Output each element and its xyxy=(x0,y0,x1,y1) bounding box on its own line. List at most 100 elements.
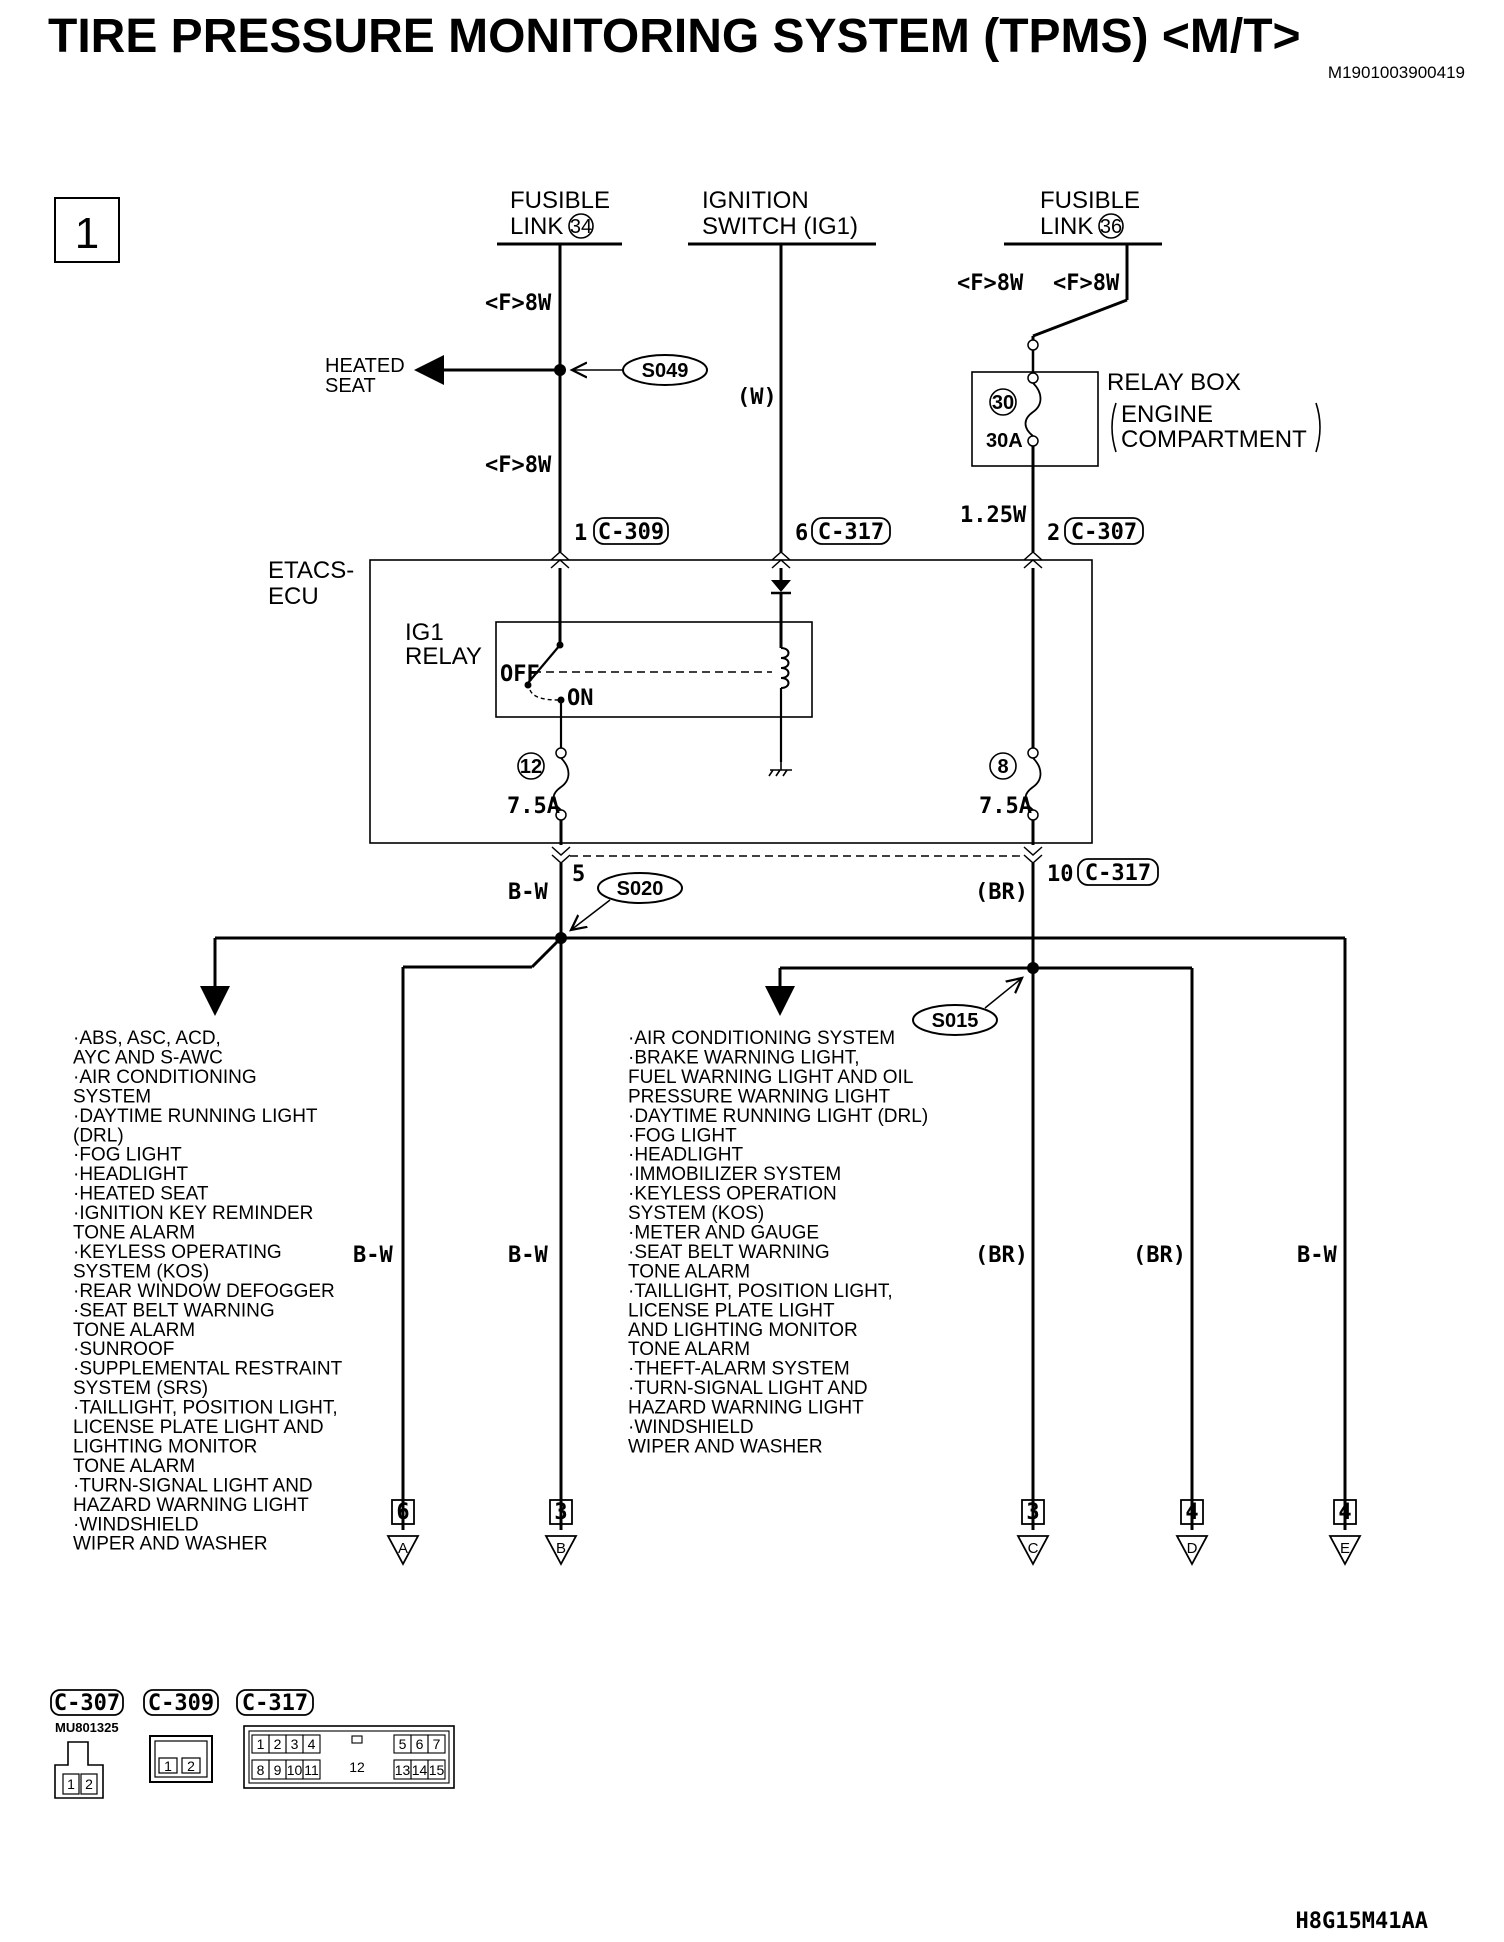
pin-label: 4 xyxy=(308,1736,316,1752)
pin-label: 2 xyxy=(85,1776,93,1792)
terminal-page: 4 xyxy=(1185,1500,1198,1525)
list-item: ·KEYLESS OPERATION xyxy=(628,1184,837,1205)
diode-symbol xyxy=(771,580,791,592)
wire-color-label: B-W xyxy=(1297,1243,1337,1268)
left-destination-list: ·ABS, ASC, ACD, AYC AND S-AWC·AIR CONDIT… xyxy=(73,1028,343,1555)
ig1-relay-label: RELAY xyxy=(405,643,482,670)
terminal-c: 3C xyxy=(1016,1499,1050,1566)
wire-color-label: <F>8W xyxy=(957,271,1024,296)
fuse-amperage: 7.5A xyxy=(507,794,560,819)
source-fusible-link-34: FUSIBLE LINK 34 xyxy=(497,187,622,246)
connector-tag xyxy=(1064,517,1144,545)
splice-s020: S020 xyxy=(617,878,664,900)
connector-tag xyxy=(236,1689,314,1716)
wire-color-label: B-W xyxy=(353,1243,393,1268)
fuse-amperage: 7.5A xyxy=(979,794,1032,819)
wire-color-label: (BR) xyxy=(975,880,1028,905)
wire-color-label: <F>8W xyxy=(485,291,552,316)
list-item: ·METER AND GAUGE xyxy=(628,1223,819,1244)
splice-s015-oval xyxy=(912,1004,998,1036)
wire-color-label: 1.25W xyxy=(960,503,1027,528)
wire-color-label: <F>8W xyxy=(485,453,552,478)
wire-color-label: B-W xyxy=(508,1243,548,1268)
list-item: ·FOG LIGHT xyxy=(628,1125,737,1146)
number-circle xyxy=(989,752,1017,780)
pin-label: 9 xyxy=(274,1762,282,1778)
number-circle xyxy=(989,388,1017,416)
list-item: TONE ALARM xyxy=(73,1223,195,1244)
connector-pin: 2 xyxy=(1047,521,1060,546)
list-item: TONE ALARM xyxy=(628,1261,750,1282)
wire-terminal xyxy=(1027,339,1039,351)
page-number-box xyxy=(54,197,120,263)
terminal-a: 6A xyxy=(386,1499,420,1566)
ig1-relay-label: IG1 xyxy=(405,619,444,646)
list-item: ·THEFT-ALARM SYSTEM xyxy=(628,1359,850,1380)
list-item: ·ABS, ASC, ACD, xyxy=(73,1028,221,1049)
connector-legend: C-307 C-309 C-317 MU801325 1 2 1 2 xyxy=(50,1689,455,1799)
list-item: WIPER AND WASHER xyxy=(628,1436,823,1457)
connector-tag xyxy=(50,1689,124,1716)
list-item: AYC AND S-AWC xyxy=(73,1047,223,1068)
splice-s049: S049 xyxy=(642,360,689,382)
list-item: WIPER AND WASHER xyxy=(73,1534,268,1555)
pin-label: 14 xyxy=(412,1762,428,1778)
wire-segment xyxy=(530,936,563,969)
list-item: LICENSE PLATE LIGHT AND xyxy=(73,1417,324,1438)
relay-box-frame xyxy=(971,371,1099,467)
pin-label: 15 xyxy=(429,1762,445,1778)
connector-tag xyxy=(143,1689,219,1716)
pin-label: 1 xyxy=(257,1736,265,1752)
list-item: TONE ALARM xyxy=(628,1339,750,1360)
pin-label: 3 xyxy=(291,1736,299,1752)
pin-label: 11 xyxy=(304,1762,319,1778)
fuse-terminal xyxy=(1027,372,1039,384)
list-item: TONE ALARM xyxy=(73,1456,195,1477)
list-item: SYSTEM (KOS) xyxy=(73,1261,209,1282)
list-item: ·TURN-SIGNAL LIGHT AND xyxy=(628,1378,868,1399)
number-circle xyxy=(517,752,545,780)
list-item: ·AIR CONDITIONING xyxy=(73,1067,257,1088)
list-item: ·SUNROOF xyxy=(73,1339,174,1360)
splice-pointer xyxy=(571,899,611,930)
fuse-number: 12 xyxy=(520,756,542,778)
terminal-page: 3 xyxy=(1026,1500,1039,1525)
pin-label: 1 xyxy=(164,1758,172,1774)
page-title: TIRE PRESSURE MONITORING SYSTEM (TPMS) <… xyxy=(48,10,1301,63)
source-ignition-switch: IGNITION SWITCH (IG1) xyxy=(688,187,876,246)
connector-c317-out: C-317 xyxy=(1085,861,1151,886)
heated-seat-label: HEATED xyxy=(325,355,405,377)
terminal-page: 4 xyxy=(1338,1500,1351,1525)
terminal-letter: B xyxy=(556,1540,566,1557)
list-item: ·FOG LIGHT xyxy=(73,1145,182,1166)
fusible-link-number: 34 xyxy=(570,216,592,238)
pin-label: 5 xyxy=(399,1736,407,1752)
connector-face-c309: 1 2 xyxy=(149,1735,213,1783)
list-item: ·SEAT BELT WARNING xyxy=(73,1300,275,1321)
terminal-d: 4D xyxy=(1175,1499,1209,1566)
list-item: ·SUPPLEMENTAL RESTRAINT xyxy=(73,1359,343,1380)
pin-label: 8 xyxy=(257,1762,265,1778)
fusible-link-number: 36 xyxy=(1100,216,1122,238)
list-item: (DRL) xyxy=(73,1125,124,1146)
connector-pin: 5 xyxy=(572,862,585,887)
list-item: AND LIGHTING MONITOR xyxy=(628,1320,858,1341)
fuse-terminal xyxy=(555,747,567,759)
bracket-right xyxy=(1315,402,1321,453)
terminal-letter: E xyxy=(1340,1540,1350,1557)
connector-pin: 1 xyxy=(574,521,587,546)
ig1-relay-frame xyxy=(495,621,813,718)
list-item: HAZARD WARNING LIGHT xyxy=(73,1495,309,1516)
pin-label: 7 xyxy=(433,1736,441,1752)
terminal-letter: A xyxy=(398,1540,408,1557)
figure-code: H8G15M41AA xyxy=(1296,1909,1428,1934)
list-item: ·WINDSHIELD xyxy=(73,1514,199,1535)
list-item: ·IMMOBILIZER SYSTEM xyxy=(628,1164,841,1185)
list-item: ·TURN-SIGNAL LIGHT AND xyxy=(73,1475,313,1496)
connector-face-c307: 1 2 xyxy=(54,1741,104,1799)
pin-label: 1 xyxy=(67,1776,75,1792)
list-item: TONE ALARM xyxy=(73,1320,195,1341)
wire-color-label: (BR) xyxy=(975,1243,1028,1268)
